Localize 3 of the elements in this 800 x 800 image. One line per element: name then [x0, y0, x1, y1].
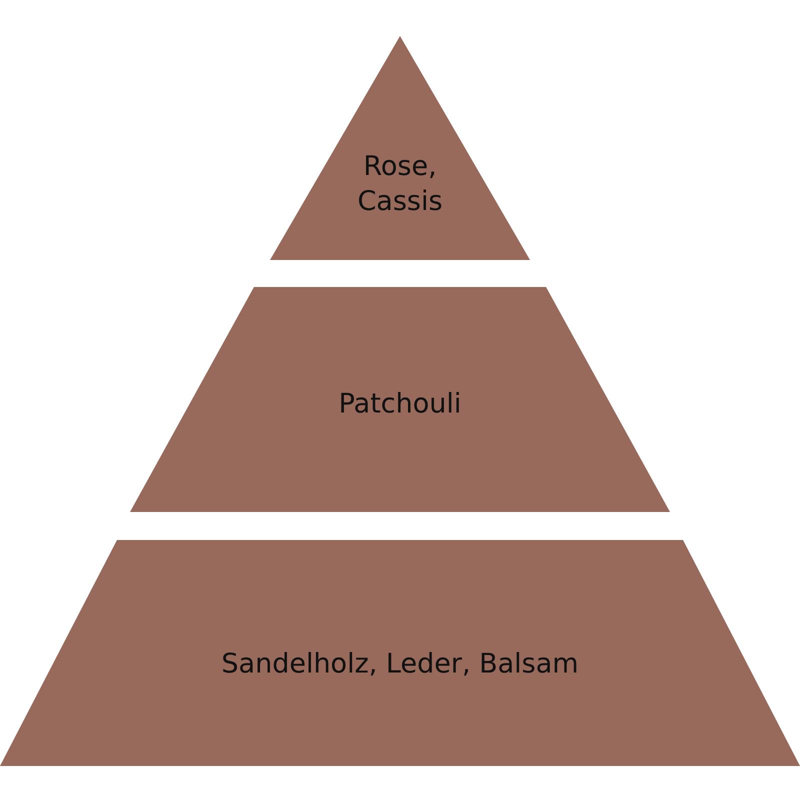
tier-label: Sandelholz, Leder, Balsam	[221, 648, 579, 682]
tier-label: Rose, Cassis	[356, 150, 444, 219]
tier-label: Patchouli	[338, 387, 462, 422]
